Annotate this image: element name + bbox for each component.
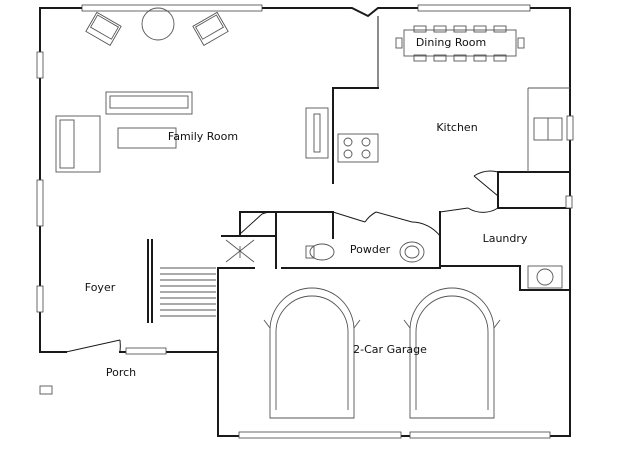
label-foyer: Foyer [85,281,116,294]
doors [65,16,499,353]
room-labels: Dining Room Kitchen Family Room Laundry … [85,36,528,379]
label-powder: Powder [350,243,391,256]
family-room-furniture [55,7,229,173]
label-kitchen: Kitchen [436,121,477,134]
dining-furniture [395,25,525,62]
stairs [160,267,216,317]
label-porch: Porch [106,366,136,379]
laundry-fixtures [527,265,563,289]
powder-fixtures [305,241,425,263]
porch-post [39,385,53,395]
label-garage: 2-Car Garage [353,343,427,356]
windows [36,4,574,439]
kitchen-fixtures [305,87,570,172]
label-dining-room: Dining Room [416,36,486,49]
label-family-room: Family Room [168,130,238,143]
interior-walls [39,87,571,353]
stair-detail [225,239,255,263]
garage-cars [263,287,501,419]
label-laundry: Laundry [483,232,528,245]
